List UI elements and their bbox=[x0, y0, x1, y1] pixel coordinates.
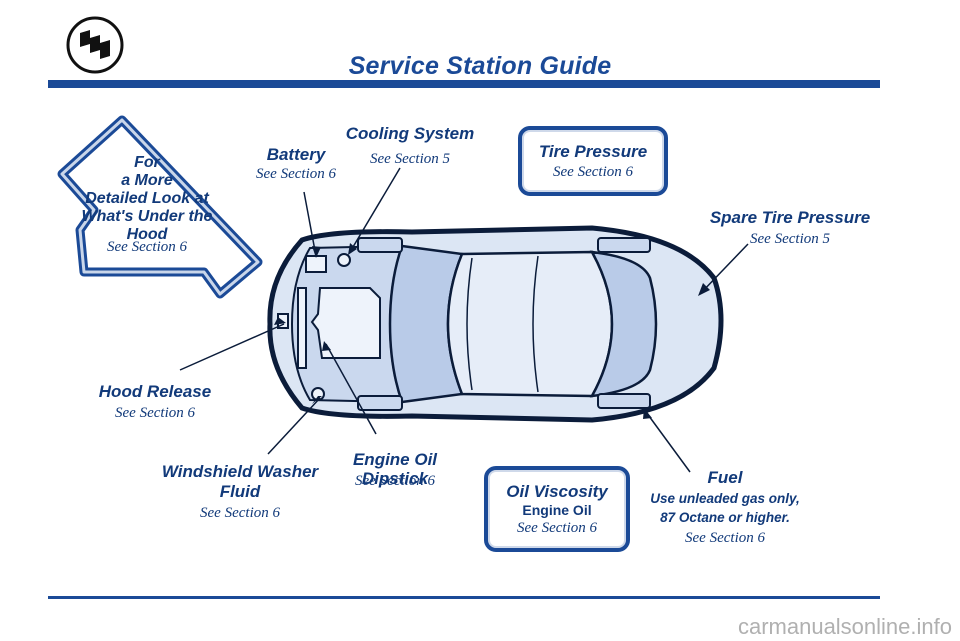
car-top-view-diagram bbox=[267, 225, 724, 423]
washer-label-line2: Fluid bbox=[219, 482, 261, 501]
oil-viscosity-sub: See Section 6 bbox=[517, 520, 597, 536]
arrow-callout-line1: For bbox=[134, 154, 160, 171]
arrow-callout-line4: What's Under the Hood bbox=[81, 208, 213, 243]
washer-label-line1: Windshield Washer bbox=[161, 462, 319, 481]
hood-release-sub: See Section 6 bbox=[115, 405, 195, 421]
footer-rule bbox=[48, 596, 880, 599]
tire-pressure-title: Tire Pressure bbox=[538, 142, 648, 161]
tire-pressure-sub: See Section 6 bbox=[553, 164, 633, 180]
arrow-callout-line2: a More bbox=[121, 172, 173, 189]
oil-viscosity-mid: Engine Oil bbox=[522, 502, 592, 518]
oil-viscosity-box: Oil Viscosity Engine Oil See Section 6 bbox=[484, 466, 630, 552]
header-rule bbox=[48, 80, 880, 88]
battery-label: Battery bbox=[266, 145, 326, 164]
buick-logo-icon bbox=[66, 16, 124, 74]
spare-tire-sub: See Section 5 bbox=[750, 231, 830, 247]
fuel-line2: 87 Octane or higher. bbox=[660, 510, 790, 525]
watermark-text: carmanualsonline.info bbox=[737, 614, 952, 639]
oil-viscosity-title: Oil Viscosity bbox=[506, 482, 608, 501]
arrow-callout-line3: Detailed Look at bbox=[85, 190, 209, 207]
hood-release-label: Hood Release bbox=[98, 382, 212, 401]
spare-tire-label: Spare Tire Pressure bbox=[709, 208, 871, 227]
washer-sub: See Section 6 bbox=[200, 505, 280, 521]
dipstick-sub: See Section 6 bbox=[355, 473, 435, 489]
fuel-line1: Use unleaded gas only, bbox=[650, 491, 800, 506]
dipstick-label: Engine Oil Dipstick bbox=[352, 450, 438, 488]
fuel-sub: See Section 6 bbox=[685, 530, 765, 546]
arrow-callout-shape bbox=[57, 115, 263, 299]
page-title: Service Station Guide bbox=[348, 52, 612, 80]
arrow-callout-text: For a More Detailed Look at What's Under… bbox=[62, 154, 232, 244]
fuel-label: Fuel bbox=[707, 468, 743, 487]
battery-sub: See Section 6 bbox=[256, 166, 336, 182]
cooling-system-label: Cooling System bbox=[345, 124, 475, 143]
arrow-callout-sub: See Section 6 bbox=[107, 239, 187, 255]
tire-pressure-box: Tire Pressure See Section 6 bbox=[518, 126, 668, 196]
cooling-system-sub: See Section 5 bbox=[370, 151, 450, 167]
